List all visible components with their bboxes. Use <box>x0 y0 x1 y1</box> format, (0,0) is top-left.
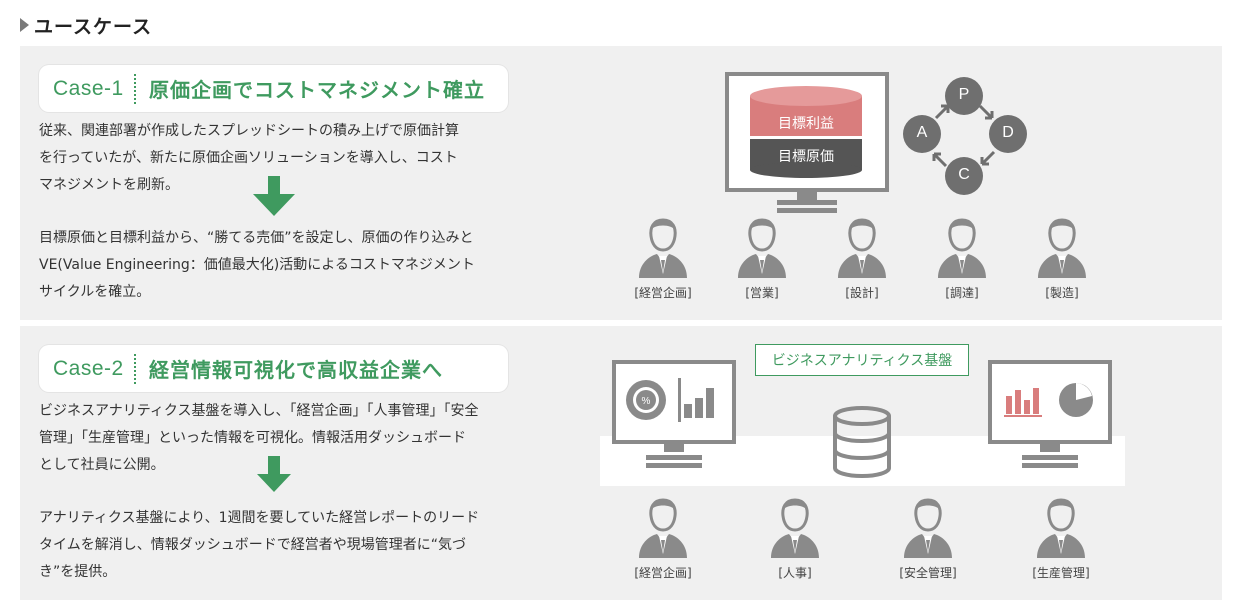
person-icon <box>639 218 687 278</box>
text-line: 目標原価と目標利益から、“勝てる売価”を設定し、原価の作り込みと <box>39 230 474 246</box>
section-heading: ユースケース <box>20 12 152 38</box>
text-line: ビジネスアナリティクス基盤を導入し、「経営企画」「人事管理」「安全 <box>39 403 479 419</box>
case1-number: Case-1 <box>53 76 124 100</box>
person-icon <box>1037 498 1085 558</box>
text-line: サイクルを確立。 <box>39 284 151 300</box>
divider <box>134 353 136 384</box>
person-label: [営業] <box>745 286 779 300</box>
person-label: [生産管理] <box>1032 566 1090 580</box>
text-line: として社員に公開。 <box>39 457 165 473</box>
cost-label: 目標原価 <box>778 149 834 165</box>
person-label: [安全管理] <box>899 566 957 580</box>
text-line: を行っていたが、新たに原価企画ソリューションを導入し、コスト <box>39 150 458 166</box>
case1-header: Case-1 原価企画でコストマネジメント確立 <box>39 65 508 112</box>
case2-number: Case-2 <box>53 356 124 380</box>
cycle-c: C <box>958 166 970 183</box>
database-icon <box>833 406 891 478</box>
text-line: タイムを解消し、情報ダッシュボードで経営者や現場管理者に“気づ <box>39 537 466 553</box>
case1-panel: Case-1 原価企画でコストマネジメント確立 従来、関連部署が作成したスプレッ… <box>20 46 1222 320</box>
person-icon <box>1038 218 1086 278</box>
person-label: [経営企画] <box>634 566 692 580</box>
section-title: ユースケース <box>34 15 153 38</box>
database-icon <box>750 86 862 178</box>
person-icon <box>838 218 886 278</box>
triangle-icon <box>20 18 29 32</box>
case2-result: アナリティクス基盤により、1週間を要していた経営レポートのリード タイムを解消し… <box>39 505 514 586</box>
cycle-a: A <box>916 124 928 141</box>
person-icon <box>639 498 687 558</box>
case2-panel: Case-2 経営情報可視化で高収益企業へ ビジネスアナリティクス基盤を導入し、… <box>20 326 1222 600</box>
cycle-p: P <box>958 86 970 103</box>
person-label: [経営企画] <box>634 286 692 300</box>
person-icon <box>738 218 786 278</box>
text-line: マネジメントを刷新。 <box>39 177 179 193</box>
person-icon <box>904 498 952 558</box>
case2-description: ビジネスアナリティクス基盤を導入し、「経営企画」「人事管理」「安全 管理」「生産… <box>39 398 514 479</box>
text-line: き”を提供。 <box>39 564 117 580</box>
text-line: VE(Value Engineering：価値最大化)活動によるコストマネジメン… <box>39 257 475 273</box>
arrow-down-icon <box>253 176 295 216</box>
person-label: [調達] <box>945 286 979 300</box>
platform-label: ビジネスアナリティクス基盤 <box>755 344 969 376</box>
cycle-d: D <box>1002 124 1014 141</box>
profit-label: 目標利益 <box>778 116 834 132</box>
svg-text:%: % <box>642 396 651 407</box>
person-label: [製造] <box>1045 286 1079 300</box>
monitor-chart-icon <box>988 360 1112 468</box>
text-line: 従来、関連部署が作成したスプレッドシートの積み上げで原価計算 <box>39 123 459 139</box>
monitor-dashboard-icon: % <box>612 360 736 468</box>
arrow-down-icon <box>257 456 291 492</box>
case1-result: 目標原価と目標利益から、“勝てる売価”を設定し、原価の作り込みと VE(Valu… <box>39 225 514 306</box>
text-line: アナリティクス基盤により、1週間を要していた経営レポートのリード <box>39 510 480 526</box>
pdca-cycle-icon <box>903 77 1027 195</box>
case2-title: 経営情報可視化で高収益企業へ <box>149 358 443 382</box>
person-label: [人事] <box>778 566 812 580</box>
person-label: [設計] <box>845 286 879 300</box>
divider <box>134 73 136 104</box>
text-line: 管理」「生産管理」といった情報を可視化。情報活用ダッシュボード <box>39 430 466 446</box>
case1-description: 従来、関連部署が作成したスプレッドシートの積み上げで原価計算 を行っていたが、新… <box>39 118 514 199</box>
case2-header: Case-2 経営情報可視化で高収益企業へ <box>39 345 508 392</box>
case1-title: 原価企画でコストマネジメント確立 <box>149 78 485 102</box>
person-icon <box>938 218 986 278</box>
person-icon <box>771 498 819 558</box>
